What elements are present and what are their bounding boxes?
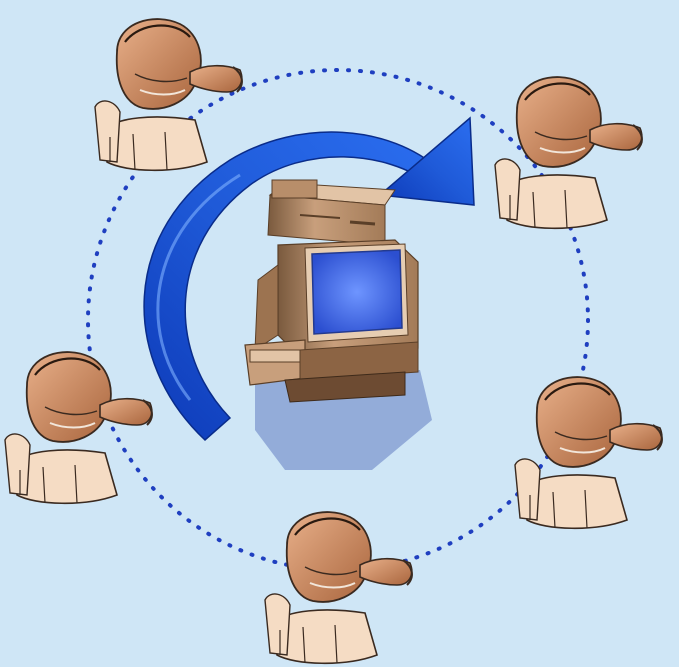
computer-screen — [312, 250, 402, 334]
